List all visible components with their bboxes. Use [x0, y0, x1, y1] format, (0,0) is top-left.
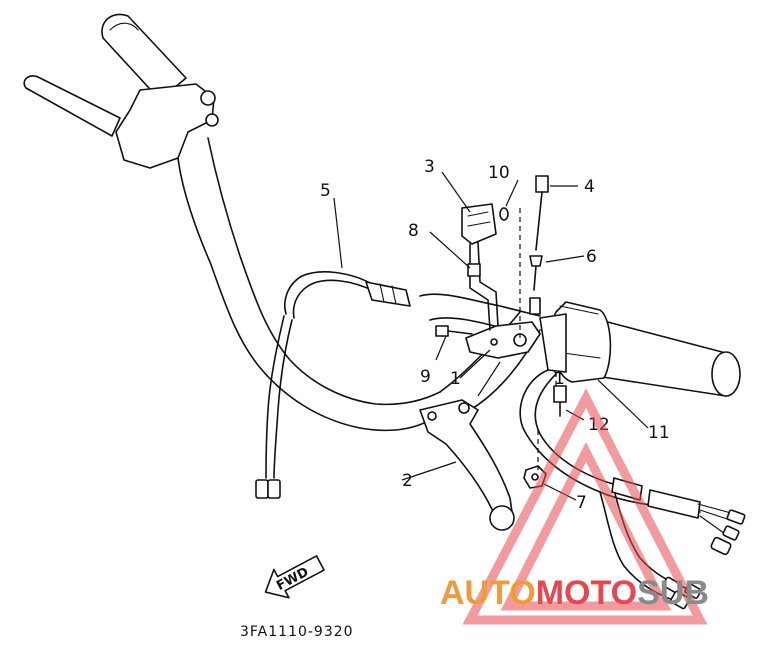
callout-3: 3: [424, 157, 435, 177]
handlebar: [23, 13, 541, 432]
callout-4: 4: [584, 177, 595, 197]
watermark: AUTOMOTOSUB: [440, 388, 709, 625]
forward-arrow: FWD: [264, 555, 325, 599]
callout-5: 5: [320, 181, 331, 201]
callout-11: 11: [648, 423, 670, 443]
clutch-lever: [419, 399, 515, 531]
leader-lines: [333, 171, 649, 501]
callout-1a: 1: [450, 369, 461, 389]
drawing-code: 3FA1110-9320: [240, 624, 354, 640]
callout-10: 10: [488, 163, 510, 183]
callout-9: 9: [420, 367, 431, 387]
left-switch-housing: [115, 83, 215, 169]
watermark-triangle-outer: [462, 388, 708, 625]
clutch-switch: [461, 203, 499, 331]
watermark-triangle-inner: [500, 442, 672, 611]
cable-connector: [365, 281, 411, 307]
callout-8: 8: [408, 221, 419, 241]
right-grip-assembly: [539, 301, 741, 397]
screw-8: [467, 263, 481, 277]
left-lever: [23, 75, 121, 137]
callout-7: 7: [576, 493, 587, 513]
callout-1b: 1: [554, 369, 565, 389]
lever-bracket: [465, 321, 541, 359]
watermark-text: AUTOMOTOSUB: [440, 574, 709, 612]
clutch-lever-body: [419, 399, 513, 519]
left-grip: [101, 13, 187, 101]
handlebar-tube: [177, 157, 471, 432]
switch-cable: [255, 271, 411, 499]
callout-2: 2: [402, 471, 413, 491]
callout-6: 6: [586, 247, 597, 267]
